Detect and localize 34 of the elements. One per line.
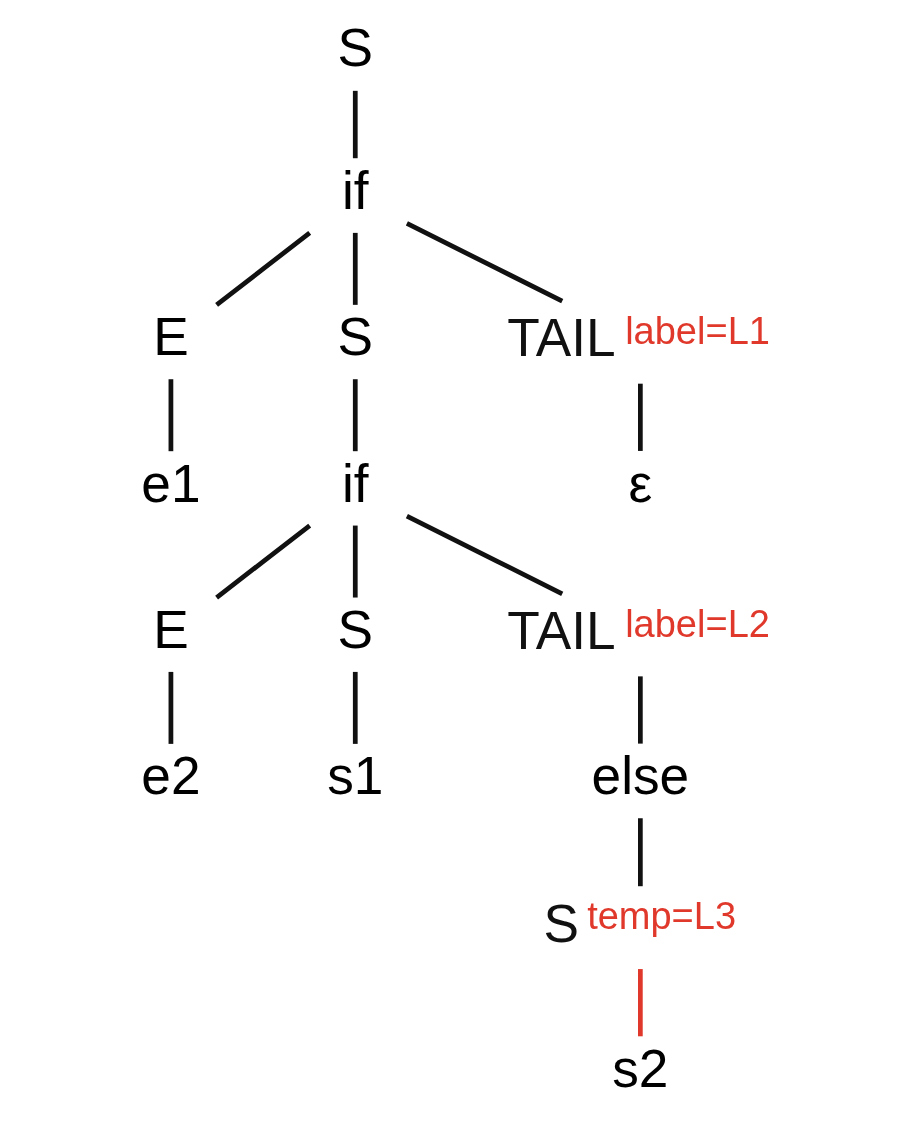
node-text: if — [341, 453, 369, 513]
node-text: S — [337, 307, 373, 367]
node-label: temp=L3 — [586, 895, 736, 938]
node-text: ε — [627, 453, 652, 513]
node-text: e2 — [140, 746, 201, 806]
node-text: E — [152, 307, 189, 367]
connector — [637, 969, 643, 1037]
node-text: if — [341, 160, 369, 220]
connector — [405, 514, 563, 596]
node-text: E — [152, 599, 189, 659]
node-text: else — [591, 746, 689, 806]
node-text: s1 — [326, 746, 383, 806]
connector — [405, 221, 563, 304]
node-label: label=L2 — [624, 602, 770, 645]
connector — [637, 818, 643, 887]
node-text: S — [337, 18, 373, 78]
connector — [214, 523, 311, 600]
connector — [352, 671, 358, 744]
node-text: e1 — [140, 453, 201, 513]
node-text: s2 — [611, 1038, 668, 1098]
connector — [168, 379, 173, 452]
connector — [637, 383, 643, 451]
connector — [352, 379, 358, 452]
connector — [637, 676, 643, 744]
connector — [352, 232, 358, 305]
connector — [352, 525, 358, 598]
connector — [214, 231, 311, 307]
node-text: S — [542, 893, 579, 953]
node-text: TAIL — [506, 600, 616, 660]
node-label: label=L1 — [624, 309, 770, 352]
connector — [352, 90, 358, 159]
node-text: TAIL — [506, 308, 616, 368]
connector — [168, 671, 173, 744]
node-text: S — [337, 599, 373, 659]
